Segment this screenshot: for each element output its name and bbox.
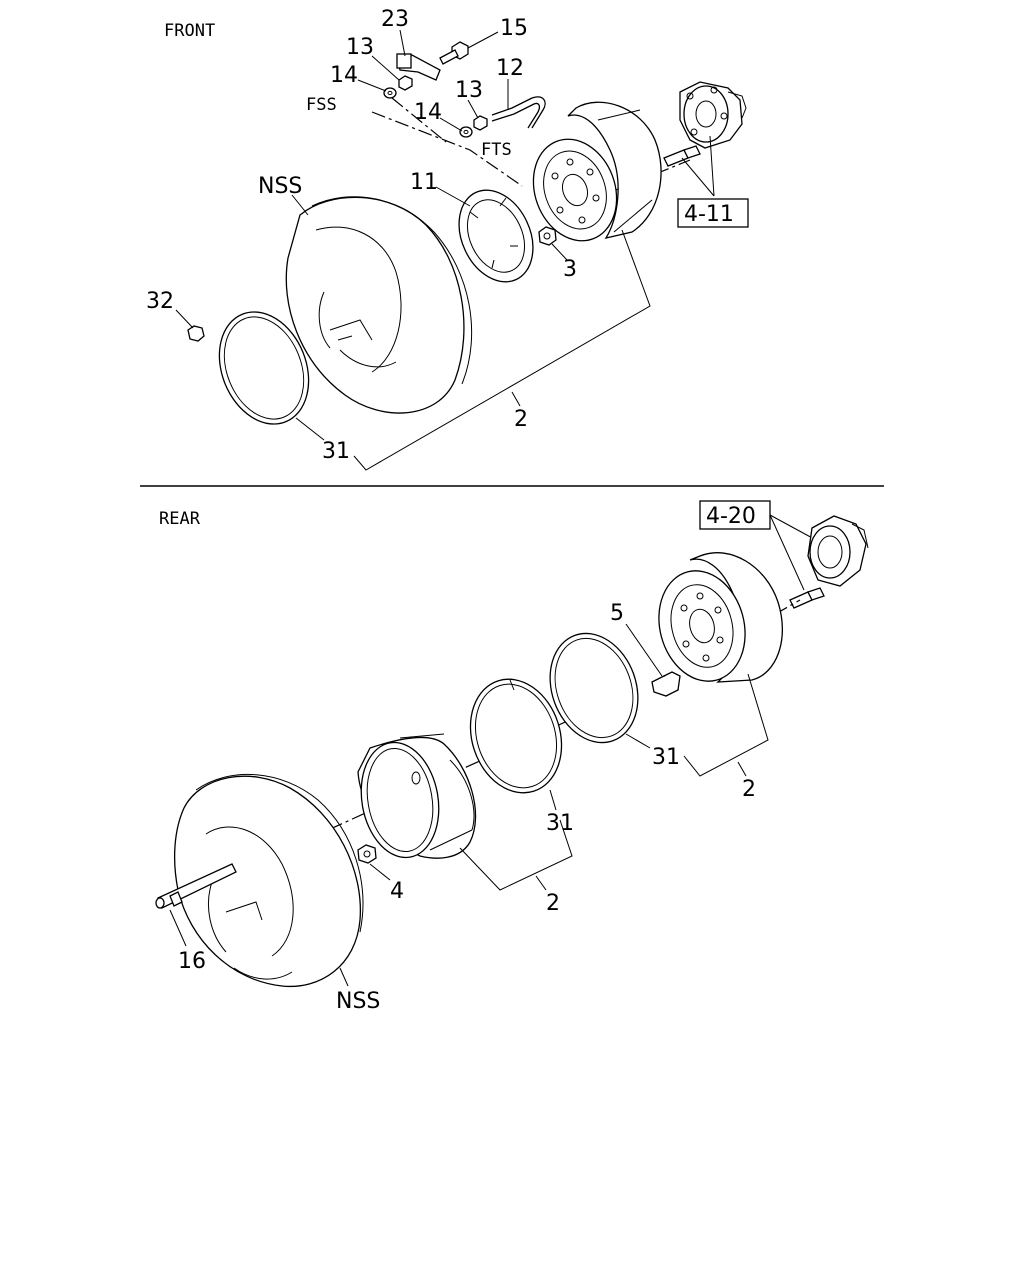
nut-fts-part-13[interactable]	[473, 115, 488, 131]
leader-cap	[175, 309, 194, 329]
rear-hub-nut-part-4[interactable]	[357, 844, 377, 864]
label-wheel-outer[interactable]: 2	[546, 891, 560, 916]
label-cap[interactable]: 32	[146, 289, 174, 314]
label-hose[interactable]: 12	[496, 56, 524, 81]
label-washer-fss[interactable]: 14	[330, 63, 358, 88]
label-fss: FSS	[306, 95, 337, 115]
bracket-wheel-assy	[353, 229, 651, 471]
leader-rear-hub-2	[769, 514, 805, 591]
label-rear-tire[interactable]: NSS	[336, 989, 380, 1014]
label-rear-hub-nut[interactable]: 4	[390, 879, 404, 904]
valve-part-16[interactable]	[155, 863, 237, 909]
front-hub-ref[interactable]: 4-11	[684, 202, 734, 227]
bolt-part-15[interactable]	[439, 41, 469, 65]
label-washer-fts[interactable]: 14	[414, 100, 442, 125]
leader-washer-fts	[439, 117, 463, 132]
bracket-wheel-outer	[459, 819, 573, 891]
rear-hub-flange[interactable]	[807, 515, 869, 587]
label-front-tire[interactable]: NSS	[258, 174, 302, 199]
washer-fss-part-14[interactable]	[383, 87, 397, 99]
leader-bracket	[399, 29, 406, 57]
leader-nut-fts	[467, 99, 479, 119]
hub-nut-part-3[interactable]	[538, 226, 557, 246]
bracket-part-23[interactable]	[396, 53, 441, 81]
leader-wheel-outer	[535, 875, 547, 891]
label-cover[interactable]: 11	[410, 170, 438, 195]
label-nut-fss[interactable]: 13	[346, 35, 374, 60]
front-axis-branch	[391, 97, 447, 143]
leader-wheel-inner	[737, 761, 747, 777]
leader-flap-outer	[549, 789, 557, 811]
rear-hub-ref[interactable]: 4-20	[706, 504, 756, 529]
rear-section-title: REAR	[159, 509, 201, 529]
leader-washer-fss	[357, 79, 387, 92]
leader-bolt	[467, 31, 499, 49]
front-tire[interactable]	[285, 196, 473, 414]
cap-part-32[interactable]	[187, 325, 205, 342]
wheel-cover-part-11[interactable]	[445, 178, 547, 294]
nut-fss-part-13[interactable]	[398, 75, 413, 91]
bracket-wheel-inner	[683, 673, 769, 777]
leader-flap	[295, 417, 325, 441]
label-flap[interactable]: 31	[322, 439, 350, 464]
leader-front-hub-1	[681, 157, 715, 197]
front-hub-stud[interactable]	[663, 145, 701, 167]
leader-front-hub-2	[709, 135, 715, 197]
label-bracket[interactable]: 23	[381, 7, 409, 32]
front-axis-line	[371, 111, 523, 187]
leader-rear-tire	[339, 967, 349, 987]
flap-ring-part-31[interactable]	[203, 298, 324, 437]
rear-tire[interactable]	[173, 773, 364, 988]
label-inner-nut[interactable]: 5	[610, 601, 624, 626]
label-flap-inner[interactable]: 31	[652, 745, 680, 770]
front-hub-ref-box[interactable]	[677, 198, 749, 228]
label-bolt[interactable]: 15	[500, 16, 528, 41]
label-nut-fts[interactable]: 13	[455, 78, 483, 103]
leader-nut-fss	[371, 55, 400, 81]
front-section-title: FRONT	[164, 21, 215, 41]
leader-hub-nut	[551, 243, 568, 261]
label-hub-nut[interactable]: 3	[563, 257, 577, 282]
rear-axis-stud	[687, 599, 801, 665]
rear-dual-rim[interactable]	[353, 733, 477, 864]
leader-inner-nut	[625, 623, 663, 677]
leader-cover	[435, 186, 471, 207]
hose-part-12[interactable]	[491, 96, 546, 129]
flap-inner-part-31[interactable]	[535, 621, 652, 755]
leader-wheel-assy	[511, 391, 521, 407]
leader-flap-inner	[625, 733, 651, 749]
rear-hub-ref-box[interactable]	[699, 500, 771, 530]
leader-rear-hub-1	[769, 514, 817, 541]
flap-outer-part-31[interactable]	[456, 667, 576, 805]
leader-valve	[169, 909, 187, 947]
leader-rear-hub-nut	[369, 863, 391, 881]
label-fts: FTS	[481, 140, 512, 160]
front-wheel-rim[interactable]	[520, 101, 662, 252]
leader-front-tire	[291, 194, 309, 216]
inner-nut-part-5[interactable]	[651, 671, 681, 697]
rear-hub-stud[interactable]	[789, 587, 825, 609]
label-wheel-inner[interactable]: 2	[742, 777, 756, 802]
rear-wheel-rim[interactable]	[647, 552, 783, 691]
label-wheel-assy[interactable]: 2	[514, 407, 528, 432]
front-hub-flange[interactable]	[679, 81, 747, 149]
label-flap-outer[interactable]: 31	[546, 811, 574, 836]
label-valve[interactable]: 16	[178, 949, 206, 974]
washer-fts-part-14[interactable]	[459, 126, 473, 138]
